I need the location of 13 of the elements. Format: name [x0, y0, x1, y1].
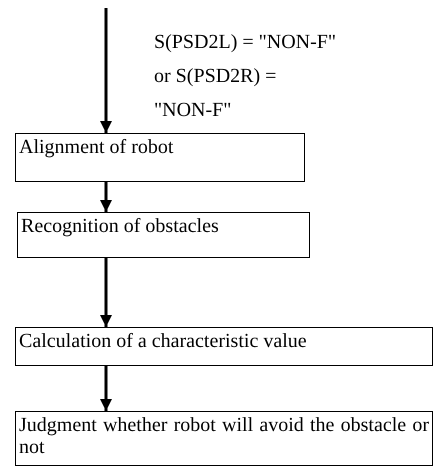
- arrow: [100, 366, 112, 411]
- process-box: [17, 212, 310, 258]
- step-text: Calculation of a characteristic value: [19, 330, 308, 352]
- process-box: [15, 411, 433, 466]
- step-text: Alignment of robot: [19, 136, 174, 158]
- process-box: [15, 327, 433, 366]
- step-text: Judgment whether robot will avoid the obstacle or not: [19, 414, 429, 458]
- edge-label: S(PSD2L) = "NON-F" or S(PSD2R) = "NON-F": [154, 30, 338, 123]
- process-box: [15, 133, 305, 182]
- arrow: [100, 258, 112, 327]
- arrow: [100, 182, 112, 212]
- step-text: Recognition of obstacles: [21, 215, 220, 237]
- arrow: [100, 8, 112, 133]
